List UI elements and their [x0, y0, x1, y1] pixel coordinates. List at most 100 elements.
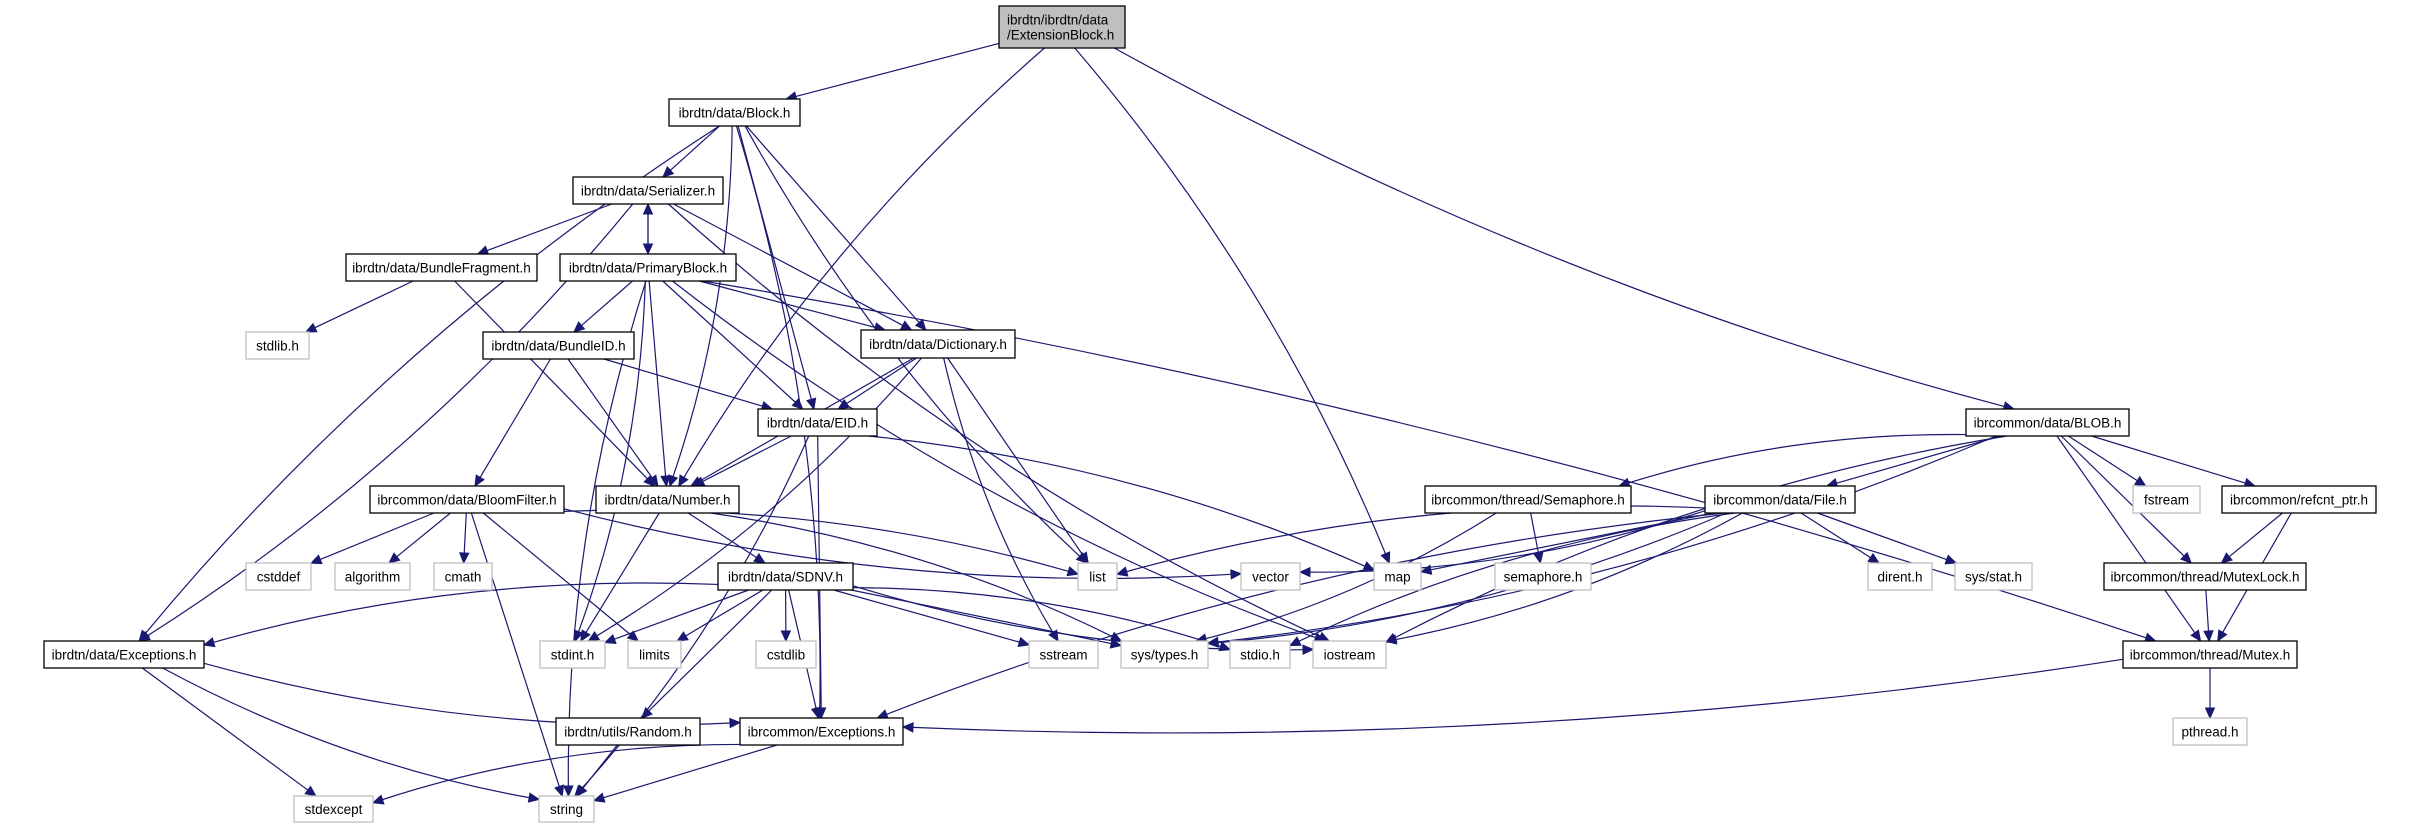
node-ibrdtn-data-primaryblock-h[interactable]: ibrdtn/data/PrimaryBlock.h: [559, 253, 737, 282]
arrowhead-icon: [1077, 551, 1089, 565]
edge-line: [833, 589, 1020, 643]
node-ibrdtn-data-serializer-h[interactable]: ibrdtn/data/Serializer.h: [572, 176, 724, 205]
node-label: ibrcommon/thread/MutexLock.h: [2110, 570, 2299, 585]
node-ibrcommon-refcnt-ptr-h[interactable]: ibrcommon/refcnt_ptr.h: [2221, 485, 2377, 514]
node-stdio-h: stdio.h: [1229, 640, 1291, 669]
arrowhead-icon: [1115, 566, 1129, 577]
node-ibrdtn-data-bundlefragment-h[interactable]: ibrdtn/data/BundleFragment.h: [345, 253, 538, 282]
node-ibrdtn-data-number-h[interactable]: ibrdtn/data/Number.h: [595, 485, 740, 514]
edge-line: [1217, 512, 1727, 644]
edge-line: [662, 280, 796, 403]
node-box: [1954, 562, 2033, 591]
node-ibrdtn-data-dictionary-h[interactable]: ibrdtn/data/Dictionary.h: [860, 329, 1016, 359]
edge-blob-to-fstream: [2068, 435, 2147, 487]
node-stdexcept: stdexcept: [293, 795, 374, 823]
node-box: [755, 640, 817, 669]
node-box: [43, 640, 205, 669]
arrowhead-icon: [371, 794, 385, 805]
edge-line: [1394, 435, 2007, 639]
edge-line: [943, 357, 1054, 633]
edge-number-to-stdint: [580, 512, 660, 643]
edge-line: [581, 280, 633, 326]
node-ibrdtn-ibrdtn-data-extensionblock-h[interactable]: ibrdtn/ibrdtn/data/ExtensionBlock.h: [998, 5, 1126, 49]
node-limits: limits: [627, 640, 682, 669]
edge-line: [1205, 512, 1497, 640]
node-label: ibrdtn/data/Exceptions.h: [52, 648, 197, 663]
edge-line: [947, 357, 1084, 556]
edge-file-to-systypes: [1206, 512, 1727, 648]
arrowhead-icon: [1288, 636, 1302, 647]
arrowhead-icon: [304, 322, 318, 333]
node-label: sstream: [1039, 648, 1087, 663]
arrowhead-icon: [1867, 552, 1880, 564]
node-label: ibrdtn/data/PrimaryBlock.h: [569, 261, 727, 276]
node-box: [998, 5, 1126, 49]
arrowhead-icon: [780, 630, 792, 643]
edge-line: [1074, 47, 1387, 554]
node-box: [2132, 485, 2201, 514]
node-box: [1077, 562, 1118, 591]
node-label: pthread.h: [2181, 725, 2238, 740]
arrowhead-icon: [580, 629, 591, 643]
node-label: /ExtensionBlock.h: [1007, 28, 1114, 43]
arrowhead-icon: [576, 784, 588, 797]
edge-line: [852, 586, 1221, 647]
node-box: [1867, 562, 1933, 591]
node-cmath: cmath: [433, 562, 493, 591]
arrowhead-icon: [304, 785, 317, 797]
node-string: string: [538, 795, 595, 823]
edge-line: [2056, 435, 2196, 634]
node-ibrcommon-thread-semaphore-h[interactable]: ibrcommon/thread/Semaphore.h: [1424, 485, 1632, 514]
edge-mutex-to-cexc: [901, 658, 2124, 734]
node-box: [369, 485, 565, 514]
edge-line: [668, 203, 1321, 638]
edge-line: [396, 512, 451, 558]
edge-line: [1800, 512, 1871, 559]
edge-line: [2060, 435, 2185, 557]
edge-line: [479, 358, 551, 478]
edge-line: [912, 658, 2124, 734]
edge-primary-to-number: [648, 280, 671, 488]
arrowhead-icon: [474, 474, 485, 488]
edge-bloom-to-string: [470, 512, 565, 798]
node-ibrdtn-data-eid-h[interactable]: ibrdtn/data/EID.h: [757, 408, 878, 437]
node-ibrdtn-data-block-h[interactable]: ibrdtn/data/Block.h: [668, 98, 801, 127]
node-label: dirent.h: [1877, 570, 1922, 585]
node-ibrcommon-data-bloomfilter-h[interactable]: ibrcommon/data/BloomFilter.h: [369, 485, 565, 514]
arrowhead-icon: [660, 475, 671, 488]
arrowhead-icon: [1419, 564, 1433, 575]
node-box: [334, 562, 411, 591]
edge-file-to-stdio: [1288, 512, 1735, 647]
edge-line: [669, 125, 720, 171]
edge-line: [2228, 512, 2283, 558]
node-ibrdtn-utils-random-h[interactable]: ibrdtn/utils/Random.h: [555, 717, 701, 746]
node-label: list: [1089, 570, 1106, 585]
node-label: semaphore.h: [1504, 570, 1583, 585]
node-label: sys/stat.h: [1965, 570, 2022, 585]
node-ibrdtn-data-sdnv-h[interactable]: ibrdtn/data/SDNV.h: [717, 562, 854, 591]
edge-line: [745, 125, 920, 323]
node-ibrcommon-data-blob-h[interactable]: ibrcommon/data/BLOB.h: [1965, 408, 2130, 437]
arrowhead-icon: [1944, 554, 1958, 565]
edge-block-to-dictionary: [745, 125, 927, 331]
edge-ext-to-blob: [1114, 47, 2016, 412]
node-ibrdtn-data-exceptions-h[interactable]: ibrdtn/data/Exceptions.h: [43, 640, 205, 669]
node-sys-stat-h: sys/stat.h: [1954, 562, 2033, 591]
node-label: ibrdtn/data/BundleID.h: [491, 339, 625, 354]
node-label: ibrdtn/data/BundleFragment.h: [352, 261, 531, 276]
arrowhead-icon: [901, 722, 914, 733]
edge-bloom-to-algorithm: [388, 512, 451, 564]
edge-line: [1817, 512, 1947, 561]
node-box: [345, 253, 538, 282]
node-ibrcommon-exceptions-h[interactable]: ibrcommon/Exceptions.h: [739, 717, 904, 746]
node-ibrcommon-data-file-h[interactable]: ibrcommon/data/File.h: [1704, 485, 1856, 514]
node-label: ibrcommon/data/File.h: [1713, 493, 1847, 508]
node-ibrcommon-thread-mutex-h[interactable]: ibrcommon/thread/Mutex.h: [2122, 640, 2298, 669]
edge-line: [454, 280, 648, 480]
edge-dictionary-to-stdint: [587, 357, 922, 642]
node-ibrdtn-data-bundleid-h[interactable]: ibrdtn/data/BundleID.h: [482, 331, 635, 360]
arrowhead-icon: [647, 474, 659, 487]
node-ibrcommon-thread-mutexlock-h[interactable]: ibrcommon/thread/MutexLock.h: [2103, 562, 2307, 591]
edge-dictionary-to-sstream: [943, 357, 1059, 643]
